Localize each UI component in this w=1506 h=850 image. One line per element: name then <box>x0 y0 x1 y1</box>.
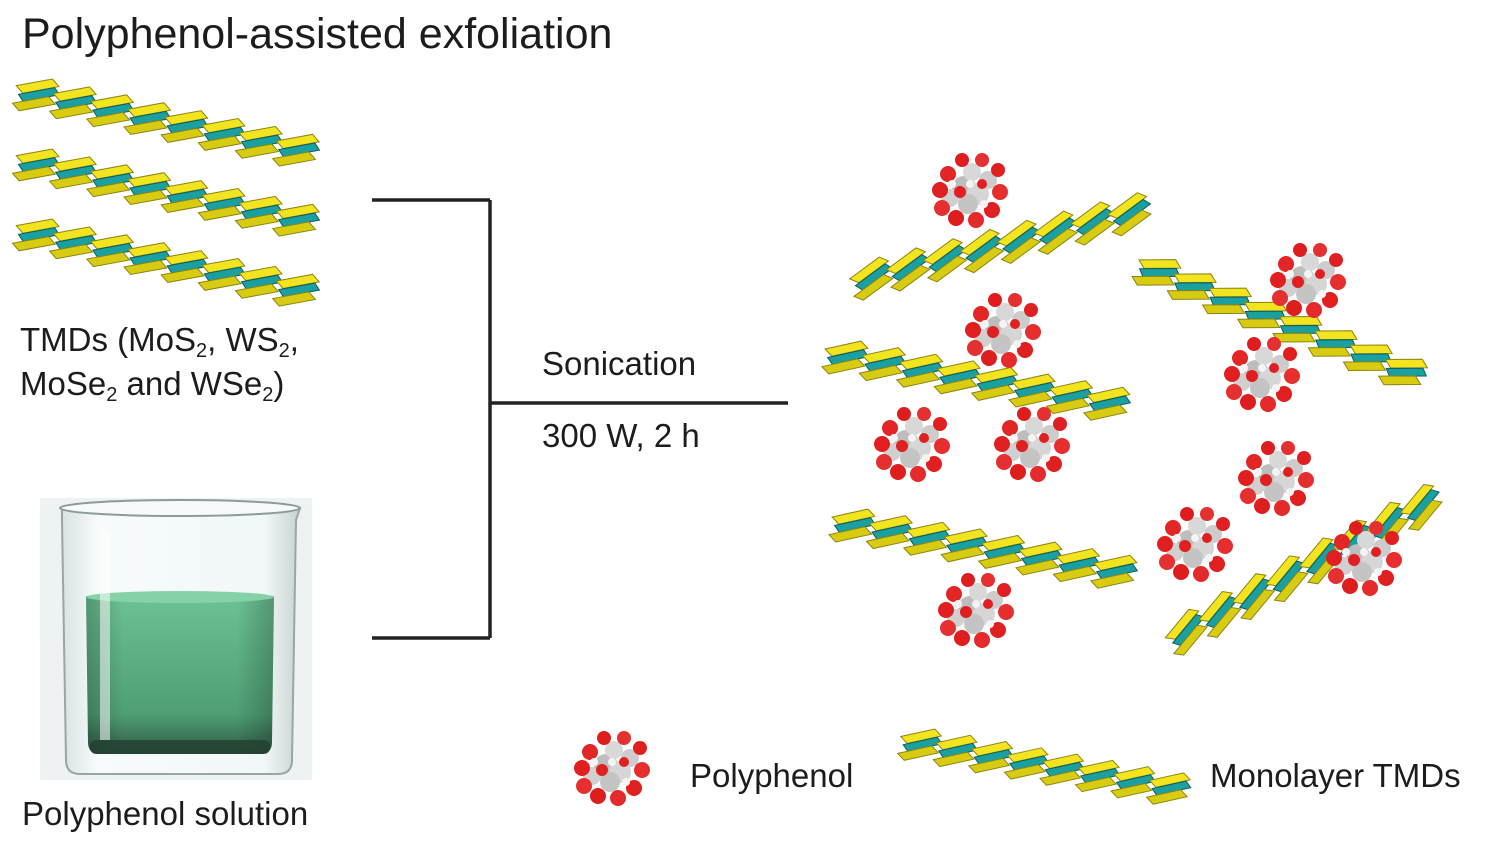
page-title: Polyphenol-assisted exfoliation <box>22 10 613 58</box>
tmd-label-line-2: MoSe2 and WSe2) <box>20 365 285 406</box>
tmd-label-text: TMDs (MoS <box>20 321 196 358</box>
polyphenol-molecule <box>1157 507 1233 582</box>
polyphenol-molecule <box>874 407 950 482</box>
beaker-label: Polyphenol solution <box>22 795 309 832</box>
exfoliated-product <box>821 153 1450 659</box>
legend-polyphenol-label: Polyphenol <box>690 757 854 794</box>
tmd-label-subscript: 2 <box>262 384 274 406</box>
polyphenol-molecule <box>1326 521 1402 596</box>
polyphenol-molecule <box>994 407 1070 482</box>
tmd-label: TMDs (MoS2, WS2, <box>20 321 299 362</box>
tmd-label-text: , WS <box>207 321 279 358</box>
tmd-label-subscript: 2 <box>196 340 208 362</box>
polyphenol-molecule <box>1224 337 1300 412</box>
bulk-tmd-stack <box>11 72 322 314</box>
legend-monolayer-icon <box>897 723 1193 810</box>
tmd-label-text: MoSe <box>20 365 107 402</box>
tmd-label-text: , <box>289 321 299 358</box>
bulk-tmd-layer-1 <box>11 72 322 174</box>
process-connector <box>372 198 788 640</box>
polyphenol-molecule <box>938 573 1014 648</box>
legend-symbols <box>574 723 1193 810</box>
tmd-label-text: ) <box>273 365 285 402</box>
bulk-tmd-layer-3 <box>11 212 322 314</box>
polyphenol-molecule <box>1238 441 1314 516</box>
bulk-tmd-layer-2 <box>11 142 322 244</box>
tmd-label-text: and WSe <box>117 365 263 402</box>
beaker-icon <box>40 498 312 780</box>
polyphenol-molecule <box>932 153 1008 228</box>
process-method-label: Sonication <box>542 345 697 382</box>
monolayer-sheet-1 <box>846 190 1156 302</box>
tmd-label-subscript: 2 <box>106 384 118 406</box>
polyphenol-molecule <box>965 293 1041 368</box>
legend-polyphenol-icon <box>574 731 650 806</box>
tmd-label-subscript: 2 <box>278 340 290 362</box>
process-conditions-label: 300 W, 2 h <box>542 417 700 454</box>
legend-monolayer-label: Monolayer TMDs <box>1210 757 1461 794</box>
